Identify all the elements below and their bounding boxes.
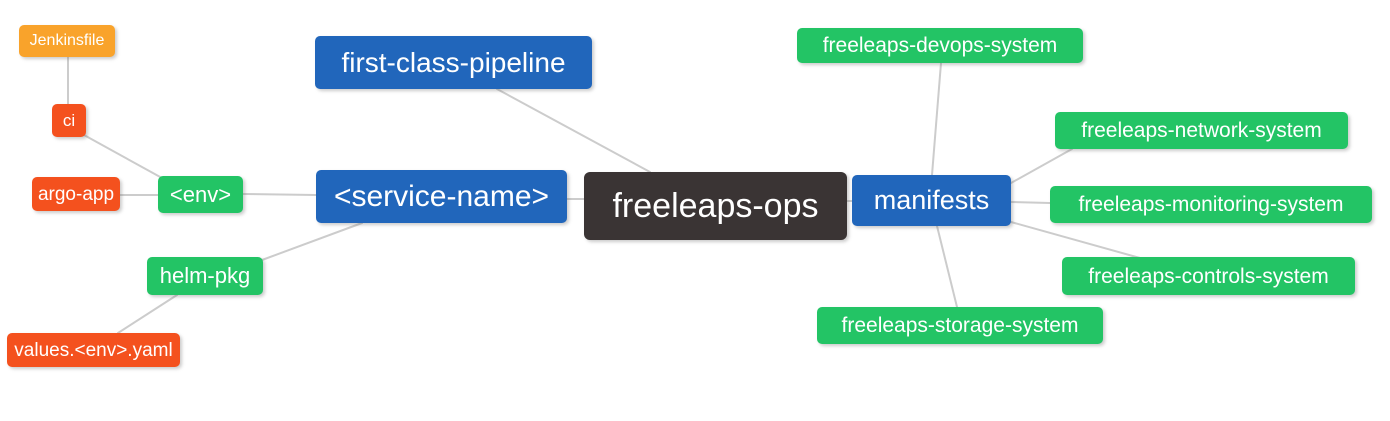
node-service-name[interactable]: <service-name>: [316, 170, 567, 223]
edge-pipeline-ops: [496, 88, 651, 173]
node-freeleaps-storage-system[interactable]: freeleaps-storage-system: [817, 307, 1103, 344]
node-ci[interactable]: ci: [52, 104, 86, 137]
node-argo-app[interactable]: argo-app: [32, 177, 120, 211]
node-values-env-yaml[interactable]: values.<env>.yaml: [7, 333, 180, 367]
node-manifests[interactable]: manifests: [852, 175, 1011, 226]
edge-manifests-network: [1010, 148, 1073, 184]
node-freeleaps-controls-system[interactable]: freeleaps-controls-system: [1062, 257, 1355, 295]
node-helm-pkg[interactable]: helm-pkg: [147, 257, 263, 295]
edge-ci-env: [83, 134, 163, 179]
edge-manifests-controls: [1010, 221, 1141, 259]
edge-manifests-monitoring: [1010, 201, 1051, 204]
edge-helm-pkg-values: [117, 294, 178, 334]
node-freeleaps-ops-root[interactable]: freeleaps-ops: [584, 172, 847, 240]
node-env[interactable]: <env>: [158, 176, 243, 213]
edge-manifests-storage: [936, 225, 958, 308]
edge-service-name-helm-pkg: [261, 222, 363, 261]
node-freeleaps-devops-system[interactable]: freeleaps-devops-system: [797, 28, 1083, 63]
edge-manifests-devops: [931, 62, 942, 176]
edge-env-service-name: [242, 193, 317, 196]
node-first-class-pipeline[interactable]: first-class-pipeline: [315, 36, 592, 89]
node-freeleaps-monitoring-system[interactable]: freeleaps-monitoring-system: [1050, 186, 1372, 223]
node-jenkinsfile[interactable]: Jenkinsfile: [19, 25, 115, 57]
node-freeleaps-network-system[interactable]: freeleaps-network-system: [1055, 112, 1348, 149]
